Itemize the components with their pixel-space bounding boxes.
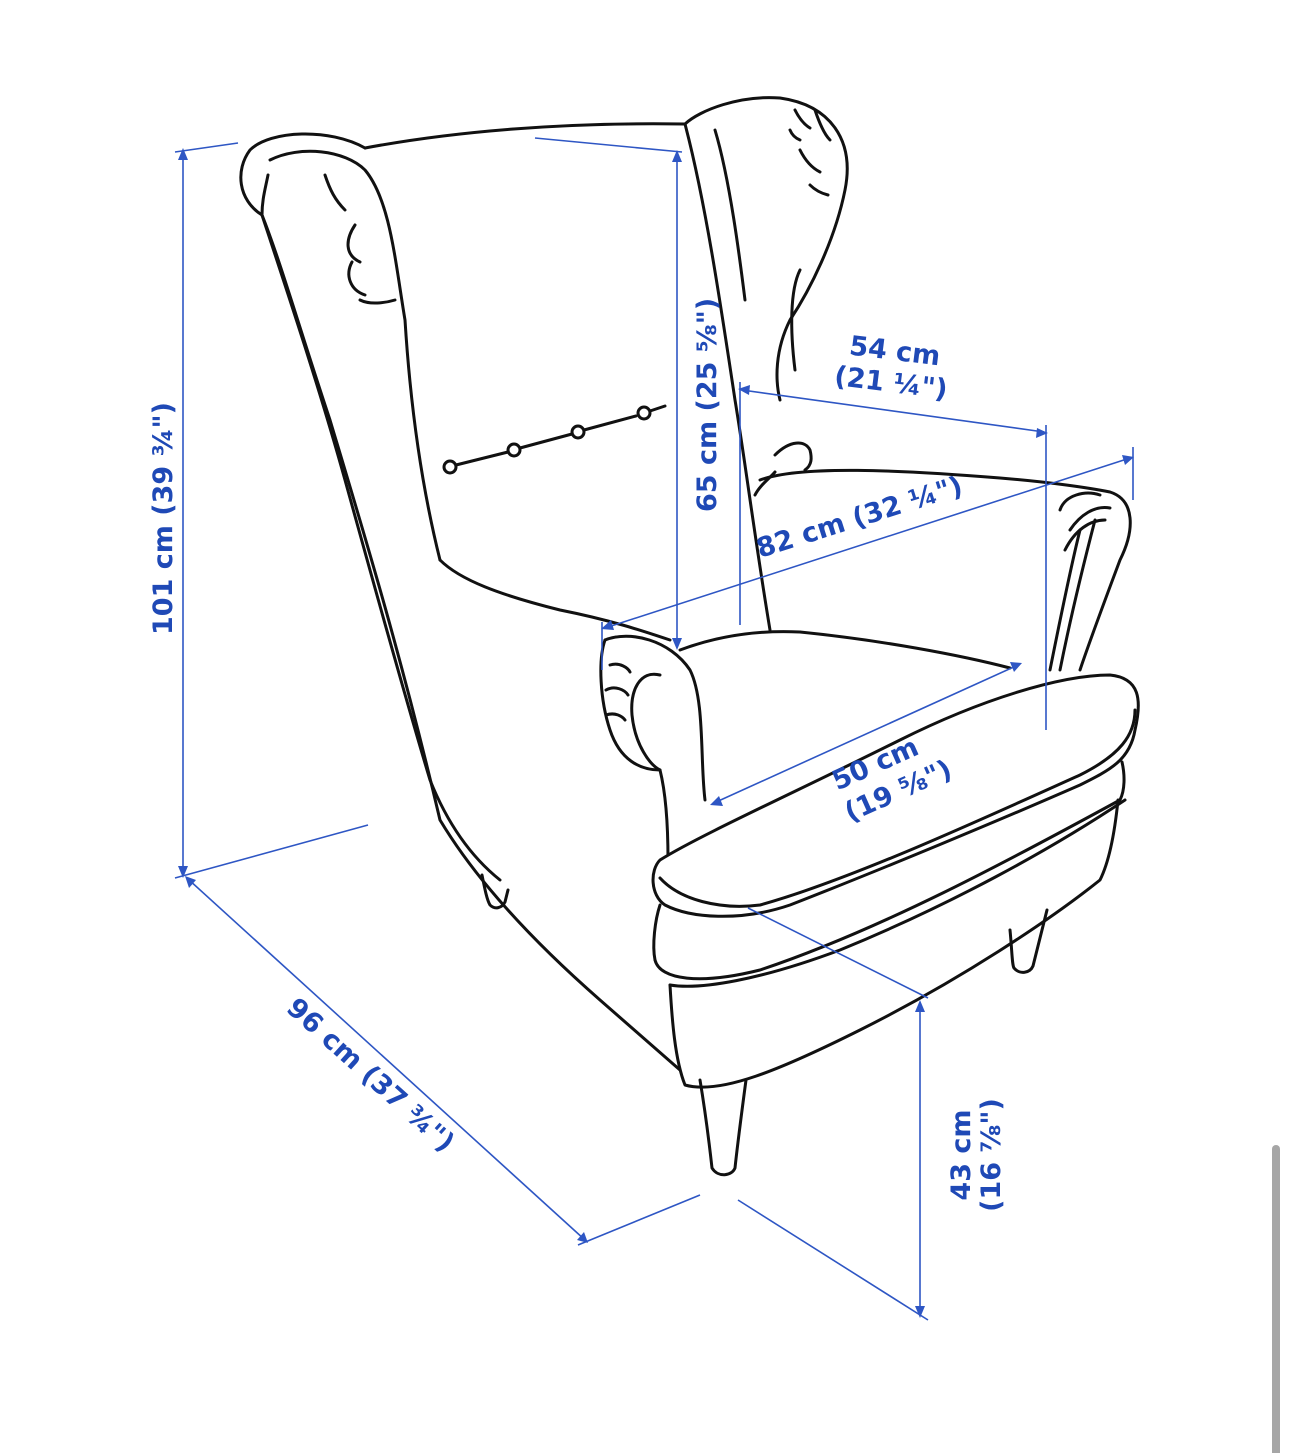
total-depth-label: 96 cm (37 ¾") — [280, 992, 460, 1158]
seat-height-label-cm: 43 cm — [946, 1109, 977, 1200]
total-width-label: 82 cm (32 ¼") — [753, 471, 967, 565]
seat-height-label-in: (16 ⅞") — [976, 1098, 1007, 1212]
backrest-height-label: 65 cm (25 ⅝") — [692, 298, 723, 512]
dimension-lines — [174, 137, 1134, 1321]
dimension-labels: 101 cm (39 ¾") 65 cm (25 ⅝") 54 cm (21 ¼… — [148, 298, 1007, 1212]
vertical-scrollbar[interactable] — [1272, 1145, 1280, 1453]
tufting-buttons — [442, 404, 667, 475]
armchair-drawing — [239, 96, 1140, 1177]
total-height-label: 101 cm (39 ¾") — [148, 402, 179, 635]
